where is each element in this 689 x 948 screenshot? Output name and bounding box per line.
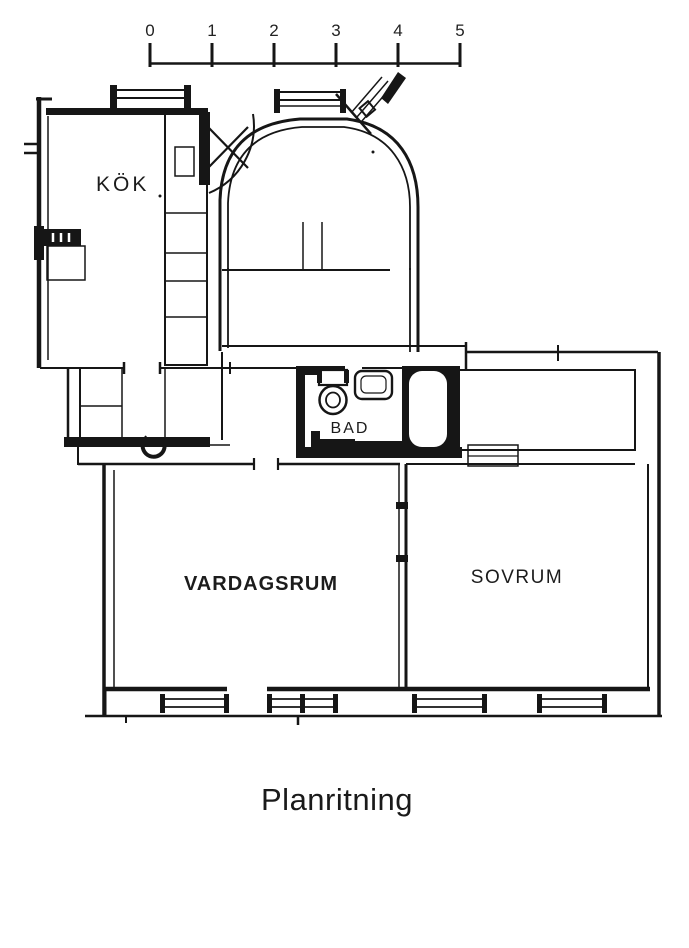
structural-walls: [102, 352, 661, 716]
room-divider-wall: [396, 464, 408, 689]
window: [537, 694, 607, 713]
door-hinge: [358, 99, 377, 119]
room-kitchen: KÖK: [24, 85, 255, 368]
curved-wall-outer: [218, 117, 420, 270]
wall: [64, 437, 210, 447]
scale-label-3: 3: [331, 21, 340, 40]
radiator: [34, 226, 44, 260]
wall: [296, 447, 462, 458]
curved-wall-inner: [227, 126, 411, 270]
window: [110, 85, 191, 111]
scale-label-5: 5: [455, 21, 464, 40]
room-label-bedroom: SOVRUM: [471, 567, 563, 588]
toilet: [317, 368, 349, 416]
arched-hall: [218, 72, 420, 352]
page-title: Planritning: [261, 782, 413, 817]
scale-label-2: 2: [269, 21, 278, 40]
door-swing: [207, 113, 255, 194]
scale-label-0: 0: [145, 21, 154, 40]
door-leaf: [381, 72, 406, 104]
scale-label-4: 4: [393, 21, 402, 40]
closet-room: [454, 369, 636, 467]
flue: [199, 112, 210, 185]
door-jamb: [396, 555, 408, 562]
sink: [353, 369, 394, 401]
wall: [296, 366, 305, 456]
bathtub: [402, 366, 460, 456]
window: [274, 89, 346, 113]
window: [267, 694, 338, 713]
wall: [340, 441, 402, 449]
scan-speck: [158, 194, 162, 198]
closets: [79, 352, 230, 446]
scan-speck: [371, 150, 375, 154]
scale-bar: 0 1 2 3 4 5: [145, 21, 465, 67]
wall: [46, 108, 208, 115]
room-label-living-room: VARDAGSRUM: [184, 573, 338, 595]
entrance-stairs: [335, 72, 406, 135]
room-label-bathroom: BAD: [331, 420, 370, 437]
bottom-facade: [85, 686, 662, 725]
cabinet-column: [164, 112, 210, 366]
room-label-kitchen: KÖK: [96, 173, 149, 196]
scale-label-1: 1: [207, 21, 216, 40]
window: [160, 694, 229, 713]
door-jamb: [396, 502, 408, 509]
room-bathroom: BAD: [296, 366, 462, 458]
door-hook: [140, 435, 167, 459]
kitchen-counter: [44, 229, 86, 281]
vent-shaft: [174, 146, 195, 177]
bath-bench: [311, 431, 355, 455]
window: [412, 694, 487, 713]
hallway: [40, 342, 658, 470]
